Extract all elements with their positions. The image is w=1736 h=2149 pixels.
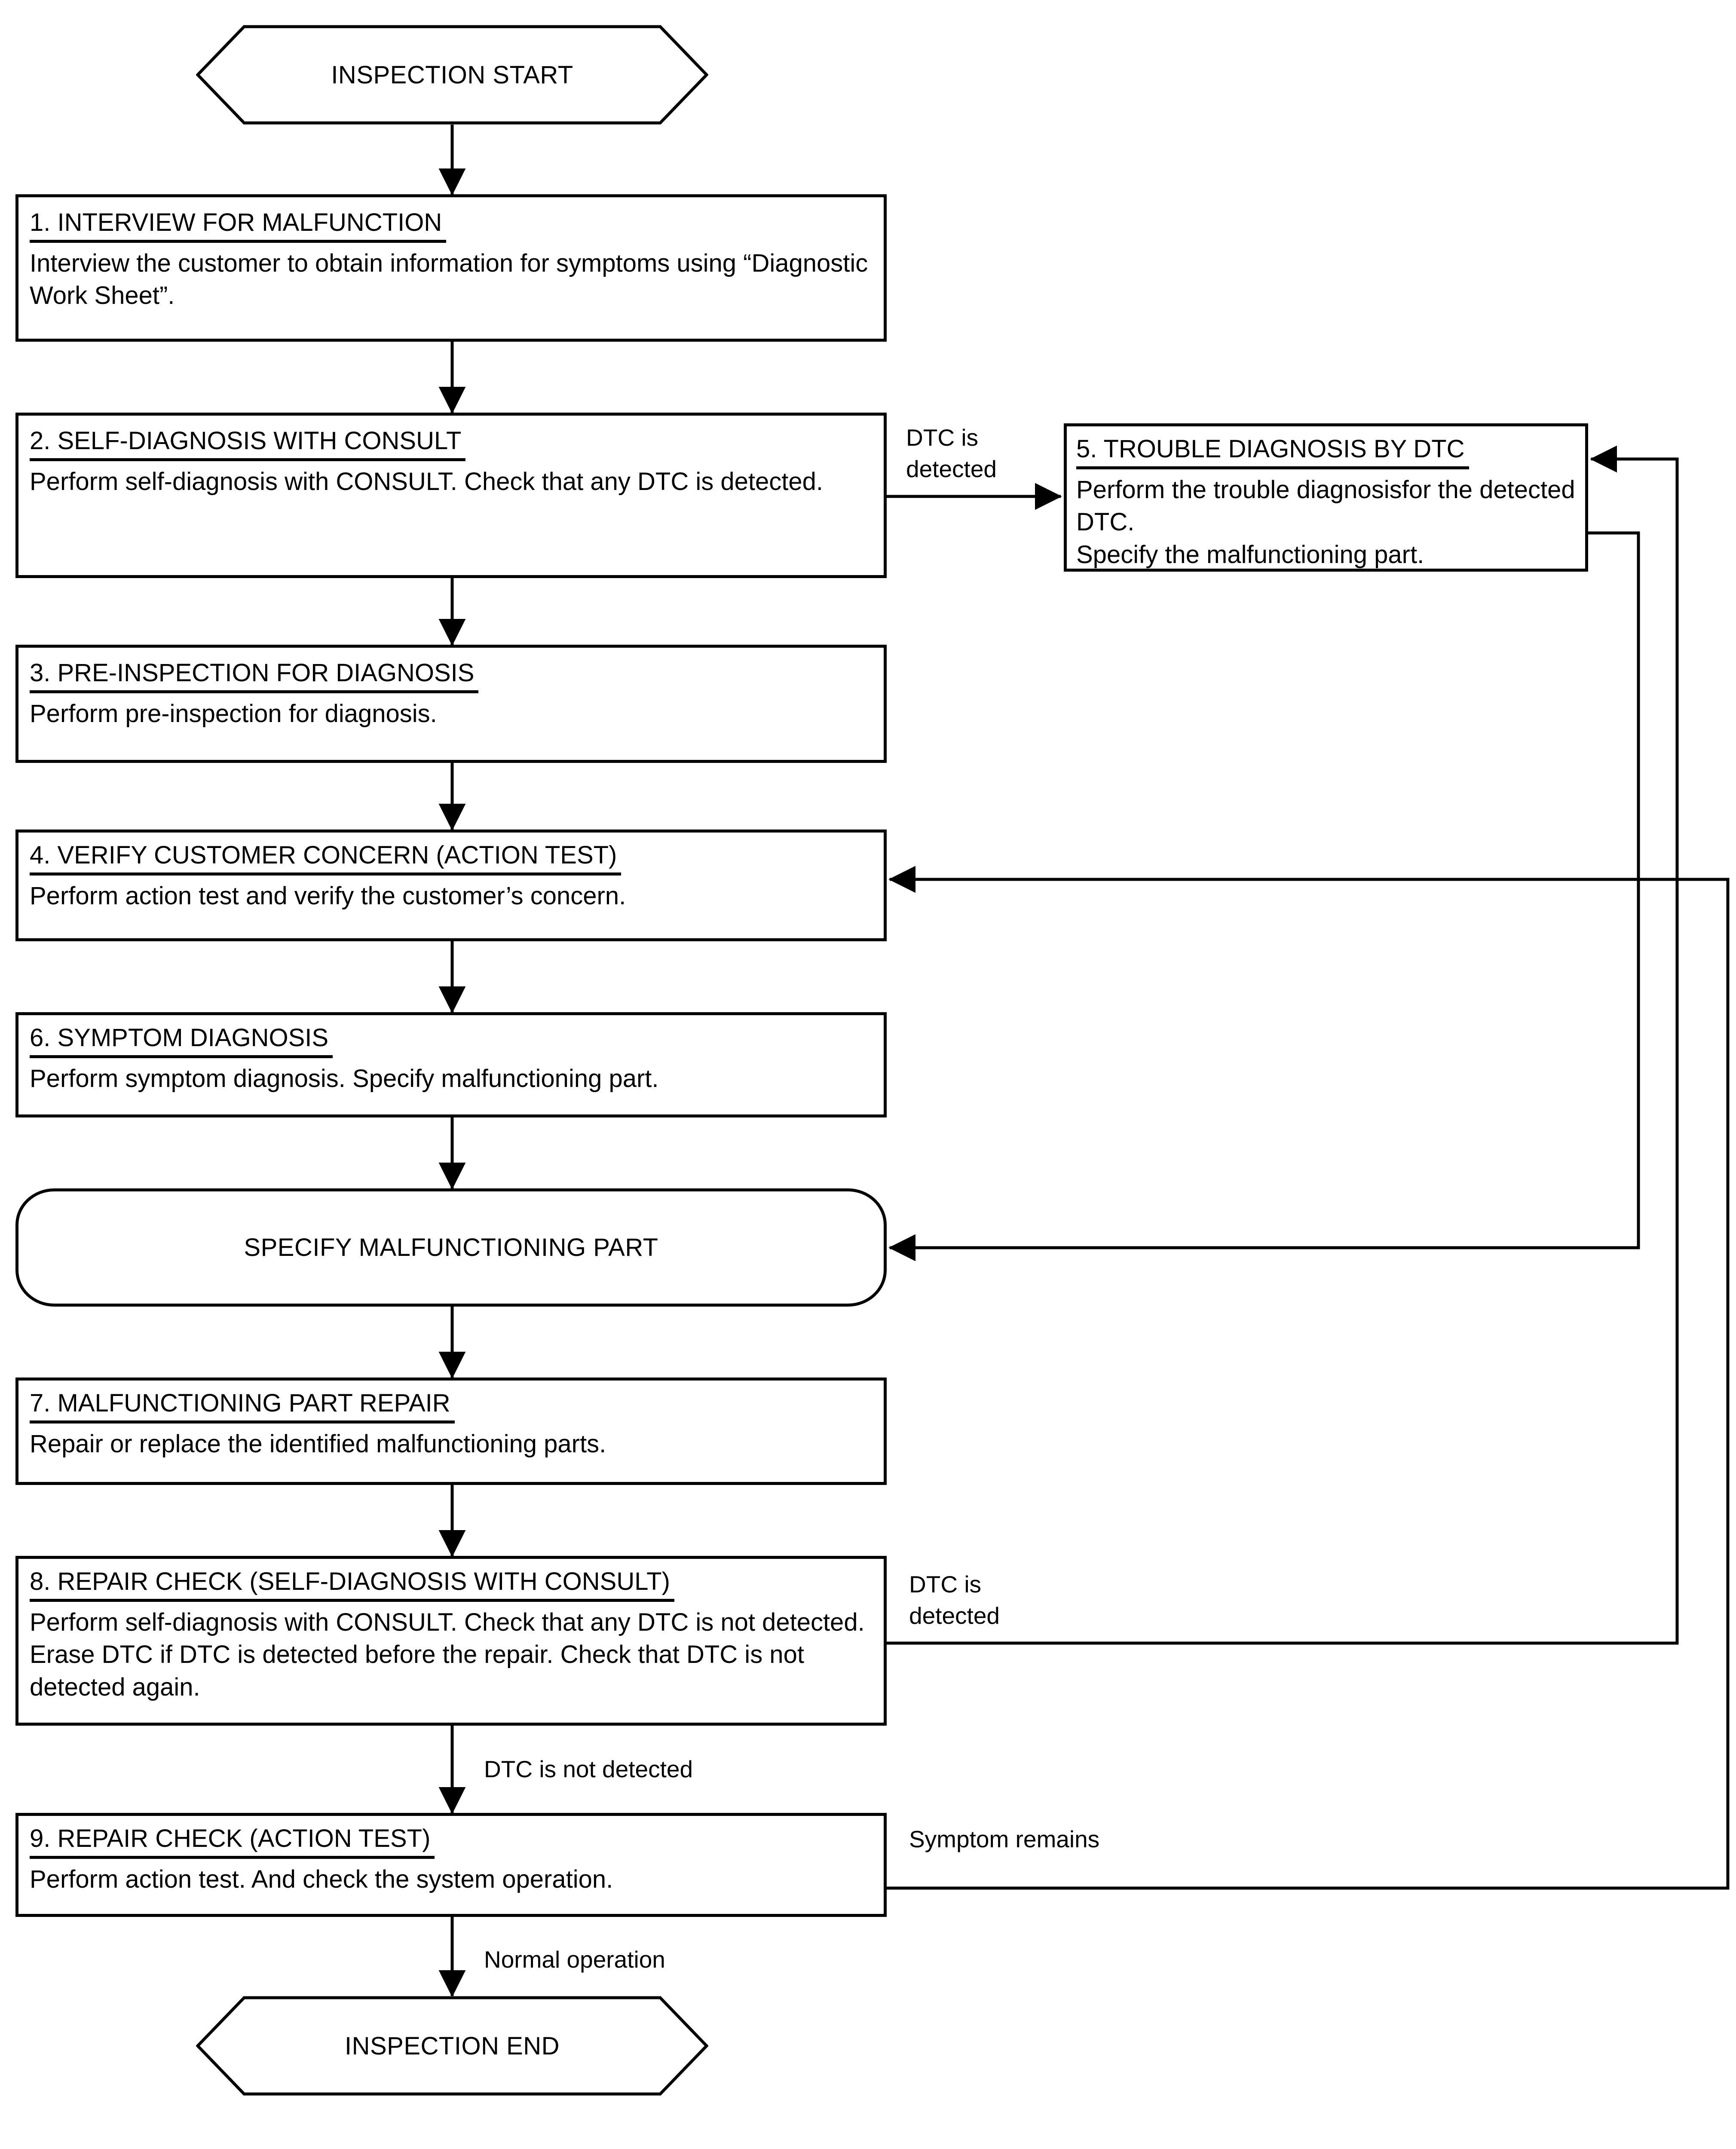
- step7-title: 7. MALFUNCTIONING PART REPAIR: [30, 1387, 455, 1424]
- step6-title: 6. SYMPTOM DIAGNOSIS: [30, 1022, 333, 1059]
- step5-title: 5. TROUBLE DIAGNOSIS BY DTC: [1076, 433, 1469, 470]
- edge-label-symptom-remains: Symptom remains: [909, 1826, 1100, 1852]
- step8-title: 8. REPAIR CHECK (SELF-DIAGNOSIS WITH CON…: [30, 1566, 674, 1602]
- inspection-end-label: INSPECTION END: [344, 2032, 560, 2060]
- hexagon-shape: [196, 25, 708, 125]
- step3-title: 3. PRE-INSPECTION FOR DIAGNOSIS: [30, 657, 479, 694]
- step2-title: 2. SELF-DIAGNOSIS WITH CONSULT: [30, 425, 466, 462]
- edge-label-dtc-detected-step8: DTC is detected: [909, 1571, 1000, 1629]
- step3-body: Perform pre-inspection for diagnosis.: [30, 700, 437, 728]
- node-step7: 7. MALFUNCTIONING PART REPAIR Repair or …: [15, 1378, 887, 1485]
- edge-label-dtc-not-detected: DTC is not detected: [484, 1756, 693, 1782]
- node-inspection-end: INSPECTION END: [196, 1996, 708, 2096]
- hexagon-shape: [196, 1996, 708, 2096]
- step1-body: Interview the customer to obtain informa…: [30, 249, 868, 310]
- node-step6: 6. SYMPTOM DIAGNOSIS Perform symptom dia…: [15, 1012, 887, 1117]
- step9-body: Perform action test. And check the syste…: [30, 1865, 613, 1894]
- node-step1: 1. INTERVIEW FOR MALFUNCTION Interview t…: [15, 194, 887, 342]
- step6-body: Perform symptom diagnosis. Specify malfu…: [30, 1065, 659, 1093]
- inspection-start-label: INSPECTION START: [331, 61, 573, 89]
- node-step4: 4. VERIFY CUSTOMER CONCERN (ACTION TEST)…: [15, 830, 887, 941]
- edge-label-dtc-detected-step2: DTC is detected: [906, 424, 997, 482]
- step4-body: Perform action test and verify the custo…: [30, 882, 626, 910]
- node-step2: 2. SELF-DIAGNOSIS WITH CONSULT Perform s…: [15, 413, 887, 578]
- step7-body: Repair or replace the identified malfunc…: [30, 1430, 606, 1458]
- node-step9: 9. REPAIR CHECK (ACTION TEST) Perform ac…: [15, 1813, 887, 1917]
- step1-title: 1. INTERVIEW FOR MALFUNCTION: [30, 207, 447, 243]
- step9-title: 9. REPAIR CHECK (ACTION TEST): [30, 1823, 435, 1859]
- edge-label-normal-operation: Normal operation: [484, 1946, 665, 1973]
- node-inspection-start: INSPECTION START: [196, 25, 708, 125]
- step4-title: 4. VERIFY CUSTOMER CONCERN (ACTION TEST): [30, 839, 622, 876]
- node-specify-malfunctioning-part: SPECIFY MALFUNCTIONING PART: [15, 1188, 887, 1307]
- step2-body: Perform self-diagnosis with CONSULT. Che…: [30, 468, 823, 496]
- node-step3: 3. PRE-INSPECTION FOR DIAGNOSIS Perform …: [15, 645, 887, 763]
- node-step5: 5. TROUBLE DIAGNOSIS BY DTC Perform the …: [1064, 423, 1588, 572]
- node-step8: 8. REPAIR CHECK (SELF-DIAGNOSIS WITH CON…: [15, 1556, 887, 1726]
- step5-body: Perform the trouble diagnosisfor the det…: [1076, 476, 1575, 569]
- step8-body: Perform self-diagnosis with CONSULT. Che…: [30, 1608, 865, 1701]
- specify-malfunctioning-part-label: SPECIFY MALFUNCTIONING PART: [244, 1234, 658, 1261]
